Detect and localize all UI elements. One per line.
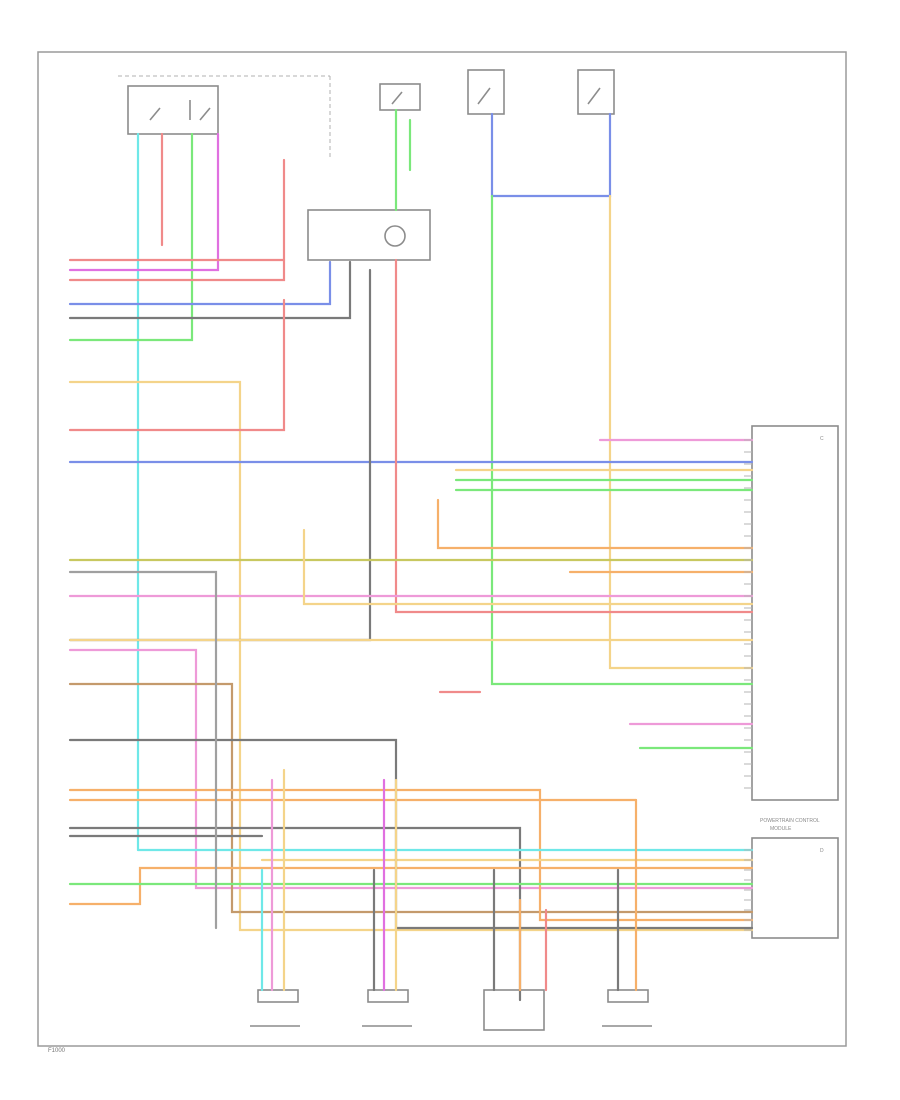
connector-pin-ticks xyxy=(744,439,752,931)
pcm-connector-d xyxy=(751,837,839,939)
wire-blue-6 xyxy=(68,260,332,306)
page-code: F1000 xyxy=(48,1048,66,1054)
wire-green-11 xyxy=(490,194,754,686)
diagram-frame xyxy=(37,51,847,1047)
wire-yellow-26 xyxy=(302,528,754,606)
junction-box xyxy=(307,209,431,261)
pressure-switch-1-contact xyxy=(477,87,491,105)
wire-dark-7 xyxy=(68,260,352,320)
pressure-switch-2 xyxy=(577,69,615,115)
wire-orange-39 xyxy=(68,866,754,906)
switch-contacts-top-left xyxy=(149,100,211,121)
wire-dark-41 xyxy=(68,738,754,930)
wire-pink-28 xyxy=(68,648,754,890)
wire-group xyxy=(68,108,754,1002)
pcm-label-line2: MODULE xyxy=(770,826,792,832)
wire-dark-35 xyxy=(68,826,522,1002)
wire-magenta-3 xyxy=(68,132,220,272)
sensor-2-body xyxy=(367,989,409,1003)
pressure-switch-2-contact xyxy=(587,87,601,105)
wire-yellow-13 xyxy=(68,380,754,932)
connector-label-c: C xyxy=(820,436,824,442)
wire-green-2 xyxy=(68,132,194,342)
relay-box-top xyxy=(379,83,421,111)
pressure-switch-1 xyxy=(467,69,505,115)
wire-yellow-12 xyxy=(608,194,754,670)
wire-dark-17 xyxy=(68,268,372,642)
sensor-4-body xyxy=(607,989,649,1003)
wire-red-16 xyxy=(394,258,754,614)
pcm-label-line1: POWERTRAIN CONTROL xyxy=(760,818,820,824)
wire-red-14 xyxy=(68,298,286,432)
sensor-3-body xyxy=(483,989,545,1031)
junction-bulb xyxy=(384,225,406,247)
wire-red-4 xyxy=(68,158,286,282)
wire-gray-42 xyxy=(68,570,218,930)
relay-contact xyxy=(391,91,403,105)
pcm-connector-c xyxy=(751,425,839,801)
switch-box-top-left xyxy=(127,85,219,135)
wire-orange-33 xyxy=(68,788,754,922)
sensor-1-body xyxy=(257,989,299,1003)
wire-brown-29 xyxy=(68,682,754,914)
connector-label-d: D xyxy=(820,848,824,854)
wire-blue-10 xyxy=(490,112,612,198)
wire-orange-22 xyxy=(436,498,754,550)
